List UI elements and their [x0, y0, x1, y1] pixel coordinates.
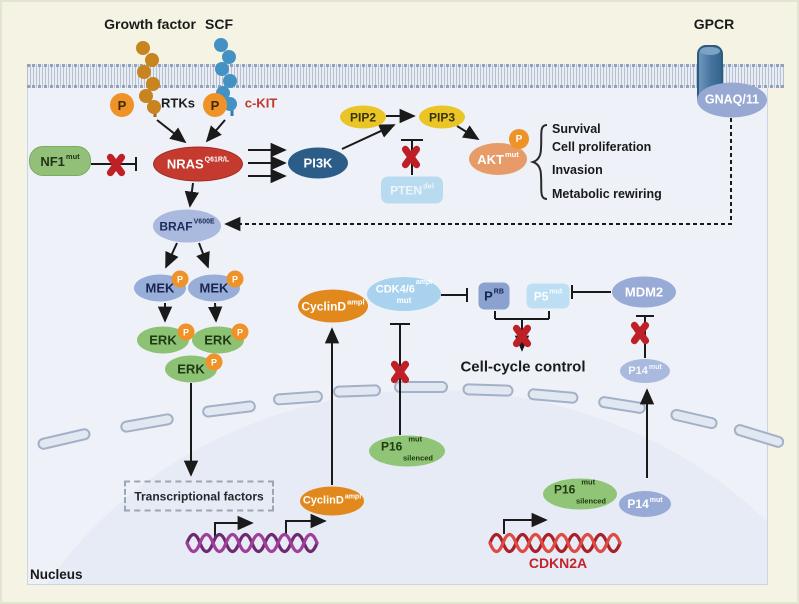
outcome-metabolic-rewiring: Metabolic rewiring — [552, 187, 662, 201]
node-p16-upper: P16mut silenced — [369, 435, 445, 467]
node-cdk46: CDK4/6ampl mut — [367, 277, 441, 311]
phosphate-badge-icon: P — [205, 353, 223, 371]
cdkn2a-label: CDKN2A — [528, 555, 588, 571]
inhibition-blocked-x-icon — [389, 359, 411, 385]
ckit-label: c-KIT — [244, 95, 278, 111]
nucleus-label: Nucleus — [30, 567, 83, 582]
node-gnaq11: GNAQ/11 — [697, 82, 767, 118]
node-p16-lower: P16mut silenced — [543, 478, 617, 510]
growth-factor-label: Growth factor — [104, 16, 196, 32]
ligand-bead — [215, 62, 229, 76]
ligand-bead — [222, 50, 236, 64]
outcome-survival: Survival — [552, 122, 601, 136]
ligand-bead — [146, 77, 160, 91]
gpcr-receptor-top — [700, 47, 720, 55]
node-pi3k: PI3K — [288, 147, 348, 179]
phosphate-badge-icon: P — [226, 270, 244, 288]
ligand-bead — [145, 53, 159, 67]
ligand-bead — [147, 100, 161, 114]
cell-cycle-control-label: Cell-cycle control — [460, 358, 586, 376]
nuclear-envelope-segment — [332, 384, 382, 398]
ligand-bead — [137, 65, 151, 79]
rtks-label: RTKs — [161, 95, 195, 111]
outcome-invasion: Invasion — [552, 163, 603, 177]
transcriptional-factors-box: Transcriptional factors — [124, 480, 274, 512]
phosphate-badge-icon: P — [110, 93, 134, 117]
ligand-bead — [223, 74, 237, 88]
inhibition-blocked-x-icon — [629, 320, 651, 346]
phosphate-badge-icon: P — [177, 323, 195, 341]
phosphate-badge-icon: P — [203, 93, 227, 117]
ligand-bead — [214, 38, 228, 52]
gpcr-label: GPCR — [693, 16, 735, 32]
phosphate-badge-icon: P — [171, 270, 189, 288]
cell-membrane — [27, 64, 784, 88]
node-pip2: PIP2 — [340, 105, 386, 129]
node-pip3: PIP3 — [419, 105, 465, 129]
phosphate-badge-icon: P — [509, 129, 529, 149]
scf-label: SCF — [205, 16, 233, 32]
inhibition-blocked-x-icon — [105, 152, 127, 178]
inhibition-blocked-x-icon — [400, 144, 422, 170]
outcome-cell-proliferation: Cell proliferation — [552, 140, 652, 154]
ligand-bead — [136, 41, 150, 55]
phosphate-badge-icon: P — [231, 323, 249, 341]
ligand-bead — [139, 89, 153, 103]
inhibition-blocked-x-icon — [511, 323, 533, 349]
node-mdm2: MDM2 — [612, 276, 676, 308]
nuclear-envelope-segment — [462, 383, 514, 397]
